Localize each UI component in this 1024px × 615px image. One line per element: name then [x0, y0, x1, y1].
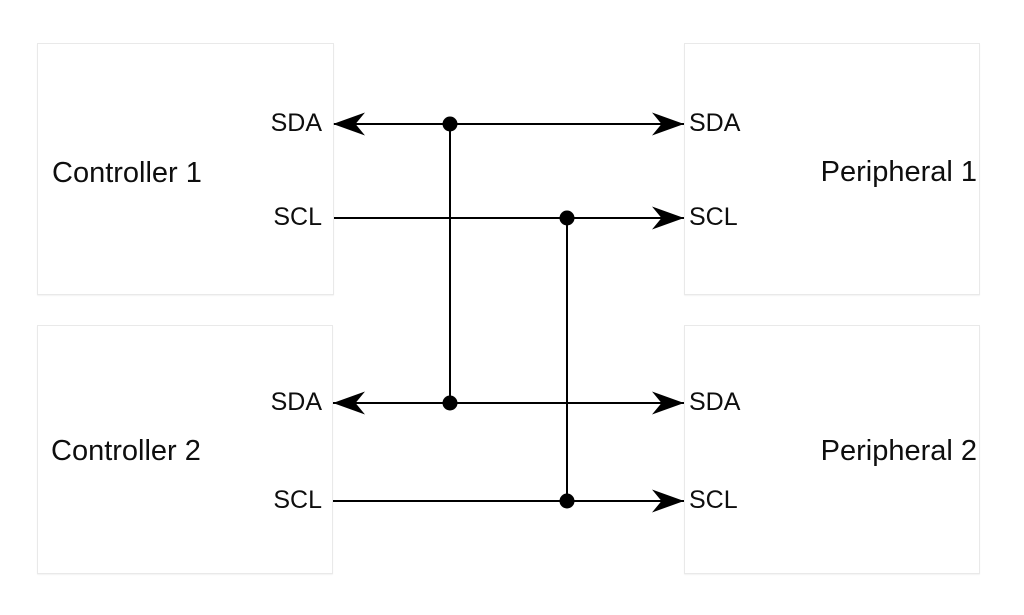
- block-controller-2: [37, 325, 333, 574]
- controller-2-sda-pin-label: SDA: [270, 388, 322, 416]
- block-peripheral-1: [684, 43, 980, 295]
- controller-2-label: Controller 2: [51, 434, 201, 467]
- junction-dot: [559, 493, 575, 509]
- peripheral-2-sda-pin-label: SDA: [689, 388, 741, 416]
- block-controller-1: [37, 43, 334, 295]
- junction-dot: [442, 395, 458, 411]
- controller-1-scl-pin-label: SCL: [273, 203, 322, 231]
- sda-top-left-arrowhead-icon: [333, 112, 365, 136]
- junction-dot: [442, 116, 458, 132]
- peripheral-2-scl-pin-label: SCL: [689, 486, 738, 514]
- peripheral-1-label: Peripheral 1: [820, 155, 977, 188]
- peripheral-2-label: Peripheral 2: [820, 434, 977, 467]
- sda-bottom-left-arrowhead-icon: [333, 391, 365, 415]
- scl-bottom-right-arrowhead-icon: [652, 489, 684, 513]
- sda-bottom-right-arrowhead-icon: [652, 391, 684, 415]
- peripheral-1-scl-pin-label: SCL: [689, 203, 738, 231]
- junction-dot: [559, 210, 575, 226]
- controller-1-sda-pin-label: SDA: [270, 109, 322, 137]
- sda-top-right-arrowhead-icon: [652, 112, 684, 136]
- block-peripheral-2: [684, 325, 980, 574]
- controller-2-scl-pin-label: SCL: [273, 486, 322, 514]
- controller-1-label: Controller 1: [52, 156, 202, 189]
- scl-top-right-arrowhead-icon: [652, 206, 684, 230]
- peripheral-1-sda-pin-label: SDA: [689, 109, 741, 137]
